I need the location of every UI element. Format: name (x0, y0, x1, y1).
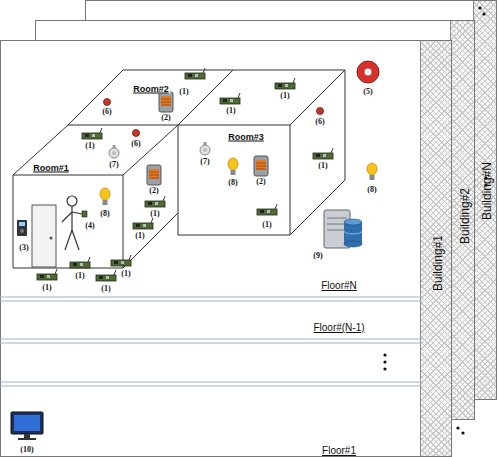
callout-number: (1) (178, 88, 189, 96)
callout-number: (7) (108, 161, 119, 169)
callout-number: (1) (317, 162, 328, 170)
callout-number: (4) (84, 222, 95, 230)
callout-number: (6) (130, 140, 141, 148)
floor-label: Floor#1 (321, 446, 357, 456)
room-label: Room#3 (227, 133, 265, 142)
room-label: Room#2 (132, 85, 170, 94)
floor-region: Floor#(N-1) (1, 303, 423, 339)
room-box: Room#3 (179, 71, 346, 236)
callout-number: (5) (362, 88, 373, 96)
alarm-light (104, 99, 324, 137)
room-box: Room#1 (14, 176, 124, 269)
callout-number: (2) (255, 178, 266, 186)
ellipsis-dots (383, 6, 487, 434)
callout-number: (6) (101, 108, 112, 116)
floor-region: Floor#1 (1, 389, 423, 457)
sensor-node (37, 68, 333, 281)
callout-number: (1) (225, 107, 236, 115)
callout-number: (1) (74, 272, 85, 280)
fire-bell (357, 61, 379, 83)
callout-number: (1) (100, 285, 111, 293)
callout-number: (1) (279, 92, 290, 100)
callout-number: (1) (120, 270, 131, 278)
callout-number: (2) (160, 114, 171, 122)
callout-number: (1) (149, 210, 160, 218)
room-wireframe (13, 70, 345, 268)
monitor (11, 412, 43, 440)
callout-number: (3) (18, 244, 29, 252)
callout-number: (7) (199, 158, 210, 166)
callout-number: (9) (312, 252, 323, 260)
floor-label: Floor#(N-1) (312, 323, 365, 333)
floor-label: Floor#N (320, 281, 358, 291)
callout-number: (8) (227, 179, 238, 187)
heater (147, 92, 268, 185)
server (324, 210, 362, 248)
room-box: Room#2 (69, 71, 291, 126)
callout-number: (8) (366, 186, 377, 194)
building-panel: Room#1 Room#2Room#3Floor#N Floor#(N-1) Floo… (0, 40, 452, 457)
callout-number: (1) (261, 221, 272, 229)
callout-number: (2) (148, 187, 159, 195)
floor-separator (0, 297, 422, 386)
callout-number: (6) (314, 118, 325, 126)
callout-number: (1) (84, 142, 95, 150)
room-label: Room#1 (32, 164, 70, 173)
callout-number: (8) (99, 210, 110, 218)
callout-number: (1) (134, 232, 145, 240)
floor-region: Room#1 Room#2Room#3Floor#N (1, 41, 423, 297)
smoke-detector (109, 142, 210, 158)
door (32, 205, 56, 267)
light-bulb (100, 158, 377, 205)
building-label: Building#1 (432, 235, 444, 291)
building-label: Building#N (481, 162, 493, 220)
callout-number: (1) (41, 284, 52, 292)
building-label: Building#2 (459, 188, 471, 244)
card-reader (17, 220, 27, 236)
callout-number: (10) (19, 446, 34, 454)
person (62, 196, 87, 250)
